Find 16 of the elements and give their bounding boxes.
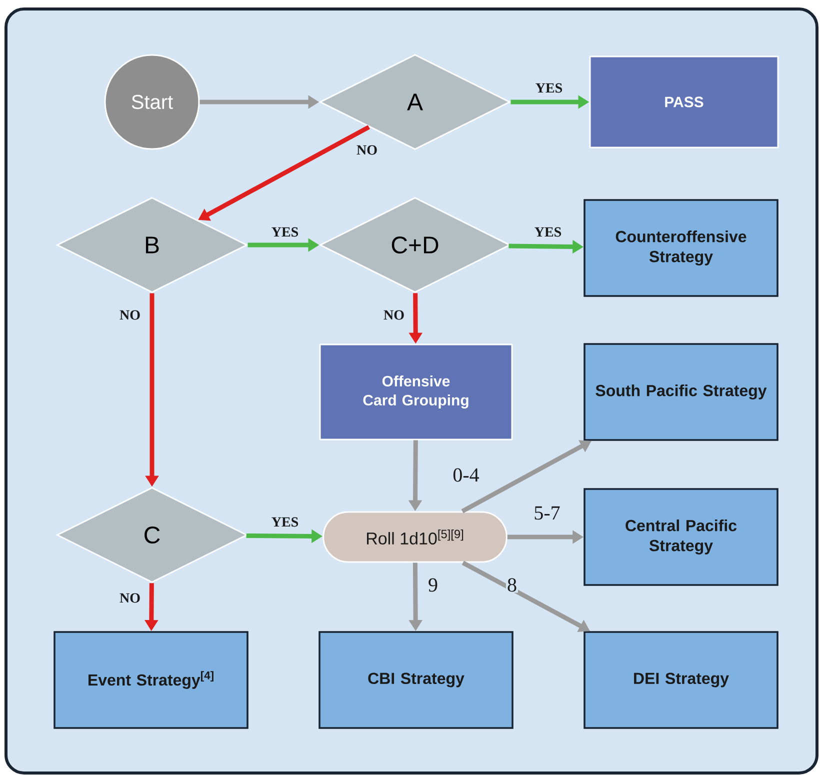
strategy-box: South Pacific Strategy bbox=[584, 343, 778, 441]
edge-label: NO bbox=[118, 309, 142, 321]
strategy-box: Event Strategy$^{[4]}$ bbox=[54, 631, 248, 729]
edge-label: 8 bbox=[506, 577, 518, 593]
roll-pill: Roll 1d10$^{[5][9]}$ bbox=[322, 511, 508, 563]
process-box: PASS bbox=[589, 56, 779, 148]
strategy-box: DEI Strategy bbox=[584, 631, 778, 729]
edge-label: NO bbox=[382, 309, 406, 321]
process-box: Offensive Card Grouping bbox=[319, 344, 513, 440]
strategy-box: CBI Strategy bbox=[318, 631, 514, 729]
edge-label: NO bbox=[118, 592, 142, 604]
strategy-box: Central Pacific Strategy bbox=[584, 488, 778, 586]
edge-label: 0-4 bbox=[452, 467, 480, 483]
edge-label: 5-7 bbox=[532, 505, 562, 521]
edge-label: 9 bbox=[427, 577, 439, 593]
strategy-box: Counteroffensive Strategy bbox=[584, 199, 778, 297]
